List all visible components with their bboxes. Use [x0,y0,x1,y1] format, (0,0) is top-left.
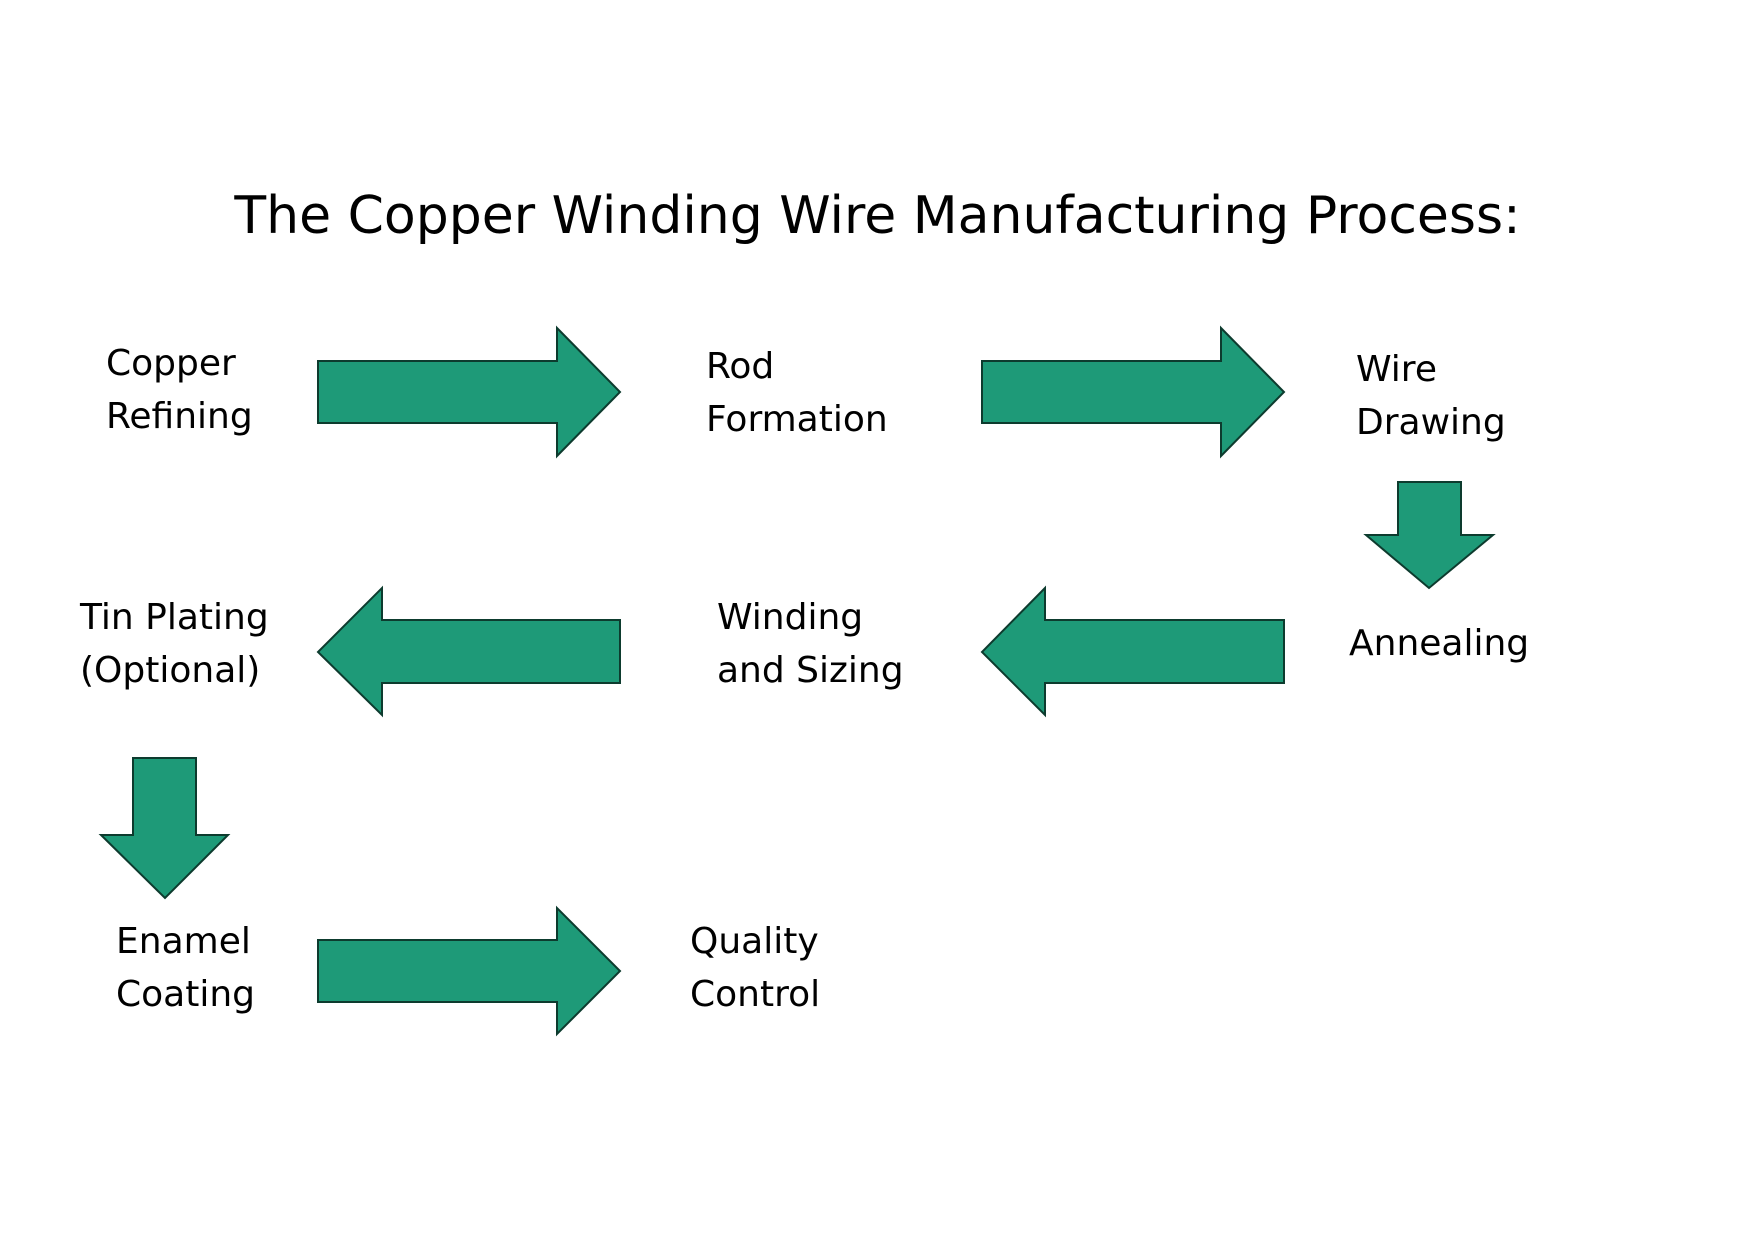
step-label-line: Tin Plating [80,597,269,638]
arrow-tin-to-enamel [98,757,231,900]
diagram-title: The Copper Winding Wire Manufacturing Pr… [234,186,1521,246]
arrow-copper-to-rod [317,325,622,459]
step-label-line: and Sizing [717,650,904,691]
step-label-line: (Optional) [80,650,261,691]
step-wire-drawing: Wire Drawing [1356,343,1506,449]
step-label-line: Quality [690,921,819,962]
arrow-enamel-to-quality [317,905,622,1037]
arrow-wire-to-annealing [1363,481,1496,590]
step-label-line: Drawing [1356,402,1506,443]
step-label-line: Refining [106,396,253,437]
step-label-line: Wire [1356,349,1437,390]
step-label-line: Annealing [1349,623,1530,664]
step-rod-formation: Rod Formation [706,340,888,446]
step-enamel-coating: Enamel Coating [116,915,255,1021]
step-copper-refining: Copper Refining [106,337,253,443]
step-winding-and-sizing: Winding and Sizing [717,591,904,697]
step-label-line: Rod [706,346,775,387]
step-label-line: Winding [717,597,864,638]
step-tin-plating: Tin Plating (Optional) [80,591,269,697]
arrow-annealing-to-winding [980,585,1285,718]
step-quality-control: Quality Control [690,915,820,1021]
step-annealing: Annealing [1349,617,1529,670]
arrow-rod-to-wire [981,325,1286,459]
step-label-line: Control [690,974,821,1015]
step-label-line: Formation [706,399,888,440]
step-label-line: Copper [106,343,236,384]
step-label-line: Coating [116,974,256,1015]
arrow-winding-to-tin [316,585,621,718]
step-label-line: Enamel [116,921,251,962]
